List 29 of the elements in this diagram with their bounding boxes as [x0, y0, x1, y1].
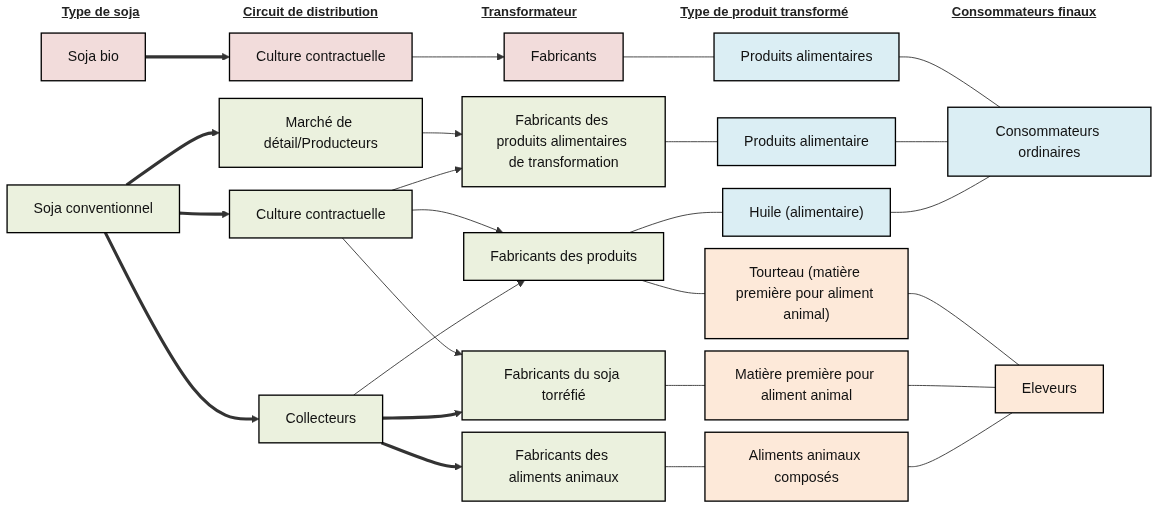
node-box: Soja bio: [40, 32, 146, 82]
node-box: Huile (alimentaire): [722, 187, 891, 237]
node-box: Matière première pour aliment animal: [704, 350, 909, 421]
node-box: Fabricants des produits alimentaires de transformation: [461, 96, 666, 188]
node-box: Culture contractuelle: [228, 32, 413, 82]
connector: [898, 56, 1001, 108]
node-box: Aliments animaux composés: [704, 431, 909, 502]
arrow: [382, 410, 463, 420]
node-box: Fabricants des produits: [463, 232, 665, 281]
node-box: Fabricants: [503, 32, 624, 82]
node-box: Consommateurs ordinaires: [947, 106, 1152, 177]
column-heading: Circuit de distribution: [242, 4, 378, 21]
node-box: Culture contractuelle: [228, 189, 413, 239]
arrow: [380, 441, 463, 471]
node-box: Marché de détail/Producteurs: [218, 97, 423, 168]
node-box: Soja conventionnel: [6, 184, 181, 234]
node-box: Produits alimentaire: [716, 117, 897, 167]
column-heading: Type de produit transformé: [680, 4, 849, 21]
node-box: Tourteau (matière première pour aliment animal): [704, 247, 909, 340]
node-box: Fabricants des aliments animaux: [461, 431, 666, 502]
arrow: [145, 53, 230, 61]
node-box: Fabricants du soja torréfié: [461, 350, 666, 421]
node-box: Collecteurs: [258, 394, 384, 444]
node-box: Eleveurs: [994, 364, 1104, 414]
column-heading: Transformateur: [481, 4, 577, 21]
arrow: [179, 210, 230, 218]
node-box: Produits alimentaires: [713, 32, 900, 82]
column-heading: Consommateurs finaux: [951, 4, 1097, 21]
column-heading: Type de soja: [61, 4, 140, 21]
